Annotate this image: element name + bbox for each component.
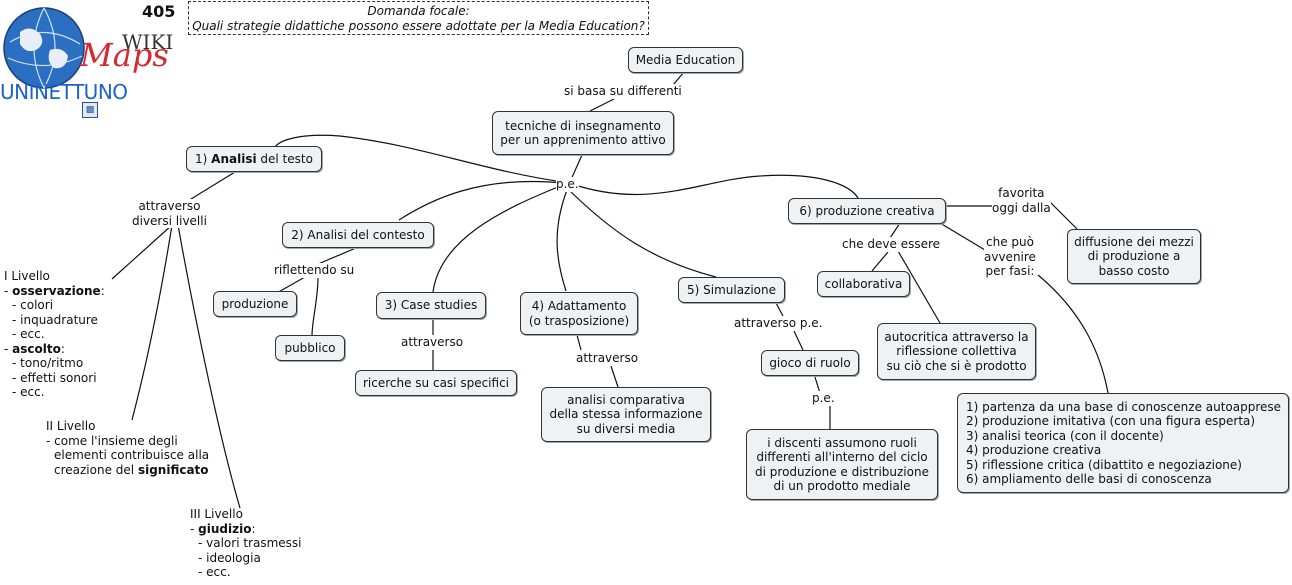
node-produzione[interactable]: produzione — [213, 291, 297, 317]
adattamento-line-2: (o trasposizione) — [528, 313, 630, 328]
label-che-puo-line: che può — [985, 235, 1034, 249]
autocritica-line: riflessione collettiva — [896, 344, 1017, 359]
tecniche-line-2: per un apprenimento attivo — [500, 133, 666, 147]
node-simulazione[interactable]: 5) Simulazione — [678, 277, 785, 303]
label-attraverso-livelli: attraverso diversi livelli — [132, 199, 207, 228]
level-1-asc-item: - ecc. — [12, 385, 45, 399]
node-produzione-creativa[interactable]: 6) produzione creativa — [788, 198, 946, 224]
level-3-item: - ecc. — [198, 565, 231, 579]
analisi-testo-suffix: del testo — [256, 151, 313, 166]
label-attraverso-ad: attraverso — [576, 351, 639, 366]
level-1-asc-item: - tono/ritmo — [12, 356, 84, 370]
label-attraverso-cs: attraverso — [401, 335, 464, 350]
map-number: 405 — [142, 2, 176, 21]
level-1-obs-item: - colori — [12, 298, 54, 312]
sitemap-icon[interactable]: ▩ — [82, 102, 98, 118]
discenti-line: di un prodotto mediale — [773, 479, 911, 493]
node-tecniche[interactable]: tecniche di insegnamento per un apprenim… — [492, 111, 674, 155]
analisi-comparativa-line: analisi comparativa — [567, 392, 685, 407]
label-attraverso-livelli-2: diversi livelli — [132, 213, 207, 228]
label-riflettendo: riflettendo su — [274, 263, 355, 278]
label-che-puo-line: avvenire — [984, 249, 1036, 264]
node-diffusione[interactable]: diffusione dei mezzi di produzione a bas… — [1067, 229, 1201, 284]
label-che-deve: che deve essere — [842, 237, 941, 252]
fase-item: 4) produzione creativa — [966, 443, 1102, 457]
label-attraverso-pe: attraverso p.e. — [734, 316, 823, 331]
level-3-item: - ideologia — [198, 550, 261, 565]
node-adattamento[interactable]: 4) Adattamento (o trasposizione) — [520, 292, 638, 335]
label-pe-gioco: p.e. — [812, 391, 835, 406]
logo-maps: Maps — [80, 36, 169, 74]
level-3-judgement: - giudizio: — [190, 521, 256, 536]
node-autocritica[interactable]: autocritica attraverso la riflessione co… — [877, 323, 1036, 380]
node-analisi-testo[interactable]: 1) Analisi del testo — [186, 146, 322, 172]
tecniche-line-1: tecniche di insegnamento — [505, 118, 661, 133]
diffusione-line: di produzione a — [1087, 249, 1181, 264]
discenti-line: di produzione e distribuzione — [755, 464, 929, 479]
level-1-asc-item: - effetti sonori — [12, 370, 97, 385]
logo-wiki: WIKI — [122, 30, 174, 54]
fase-item: 5) riflessione critica (dibattito e nego… — [966, 457, 1242, 472]
focal-question: Domanda focale: Quali strategie didattic… — [188, 1, 649, 35]
level-1-obs-item: - inquadrature — [12, 312, 98, 327]
level-1-obs-item: - ecc. — [12, 327, 45, 341]
analisi-testo-prefix: 1) — [195, 151, 212, 166]
label-attraverso-livelli-1: attraverso — [138, 199, 201, 213]
discenti-line: i discenti assumono ruoli — [767, 435, 917, 450]
node-analisi-comparativa[interactable]: analisi comparativa della stessa informa… — [541, 387, 711, 442]
level-2-line: - come l'insieme degli — [46, 433, 178, 448]
focal-title: Domanda focale: — [367, 4, 470, 18]
level-2: II Livello - come l'insieme degli elemen… — [46, 419, 209, 477]
logo-brand: UNINETTUNO — [0, 80, 128, 104]
wikimaps-logo: WIKI Maps UNINETTUNO ▩ — [0, 0, 185, 118]
level-1-listening: - ascolto: — [4, 341, 65, 356]
focal-question-text: Quali strategie didattiche possono esser… — [192, 18, 645, 33]
node-pubblico[interactable]: pubblico — [275, 335, 345, 361]
level-1: I Livello - osservazione: - colori - inq… — [4, 269, 105, 400]
fase-item: 6) ampliamento delle basi di conoscenza — [966, 472, 1212, 486]
label-favorita-line: oggi dalla — [992, 200, 1051, 215]
autocritica-line: autocritica attraverso la — [884, 329, 1029, 344]
analisi-testo-bold: Analisi — [211, 151, 257, 166]
level-2-last-bold: significato — [137, 462, 209, 477]
level-3: III Livello - giudizio: - valori trasmes… — [190, 507, 302, 580]
node-collaborativa[interactable]: collaborativa — [817, 271, 910, 297]
node-case-studies[interactable]: 3) Case studies — [376, 292, 486, 319]
globe-icon — [3, 7, 85, 89]
label-che-puo-line: per fasi: — [985, 264, 1035, 278]
level-3-judgement-bold: giudizio — [198, 521, 252, 536]
level-1-title: I Livello — [4, 269, 50, 283]
label-favorita: favorita oggi dalla — [992, 186, 1051, 215]
level-2-last-prefix: creazione del — [54, 462, 138, 477]
level-1-observation: - osservazione: — [4, 283, 105, 298]
fase-item: 2) produzione imitativa (con una figura … — [966, 414, 1256, 428]
level-2-line: elementi contribuisce alla — [54, 448, 210, 462]
diffusione-line: diffusione dei mezzi — [1074, 234, 1194, 249]
diffusione-line: basso costo — [1098, 263, 1170, 278]
level-1-listening-bold: ascolto — [12, 341, 61, 356]
fase-item: 3) analisi teorica (con il docente) — [966, 428, 1164, 443]
fase-item: 1) partenza da una base di conoscenze au… — [966, 399, 1282, 414]
node-discenti[interactable]: i discenti assumono ruoli differenti all… — [746, 429, 938, 500]
label-si-basa: si basa su differenti — [564, 84, 682, 99]
level-3-item: - valori trasmessi — [198, 536, 302, 550]
node-media-education[interactable]: Media Education — [628, 47, 743, 73]
label-favorita-line: favorita — [998, 186, 1045, 200]
node-ricerche[interactable]: ricerche su casi specifici — [355, 370, 517, 396]
level-2-title: II Livello — [46, 419, 96, 433]
label-che-puo: che può avvenire per fasi: — [984, 235, 1036, 279]
level-1-observation-bold: osservazione — [12, 283, 101, 298]
autocritica-line: su ciò che si è prodotto — [886, 358, 1027, 373]
adattamento-line-1: 4) Adattamento — [531, 299, 627, 313]
node-fasi[interactable]: 1) partenza da una base di conoscenze au… — [957, 393, 1289, 493]
node-gioco-ruolo[interactable]: gioco di ruolo — [761, 350, 859, 376]
analisi-comparativa-line: su diversi media — [576, 421, 676, 436]
node-analisi-contesto[interactable]: 2) Analisi del contesto — [282, 222, 434, 248]
level-3-title: III Livello — [190, 507, 243, 521]
discenti-line: differenti all'interno del ciclo — [756, 450, 928, 464]
label-pe-center: p.e. — [556, 177, 579, 192]
level-2-last-line: creazione del significato — [46, 463, 209, 478]
analisi-comparativa-line: della stessa informazione — [549, 407, 703, 422]
